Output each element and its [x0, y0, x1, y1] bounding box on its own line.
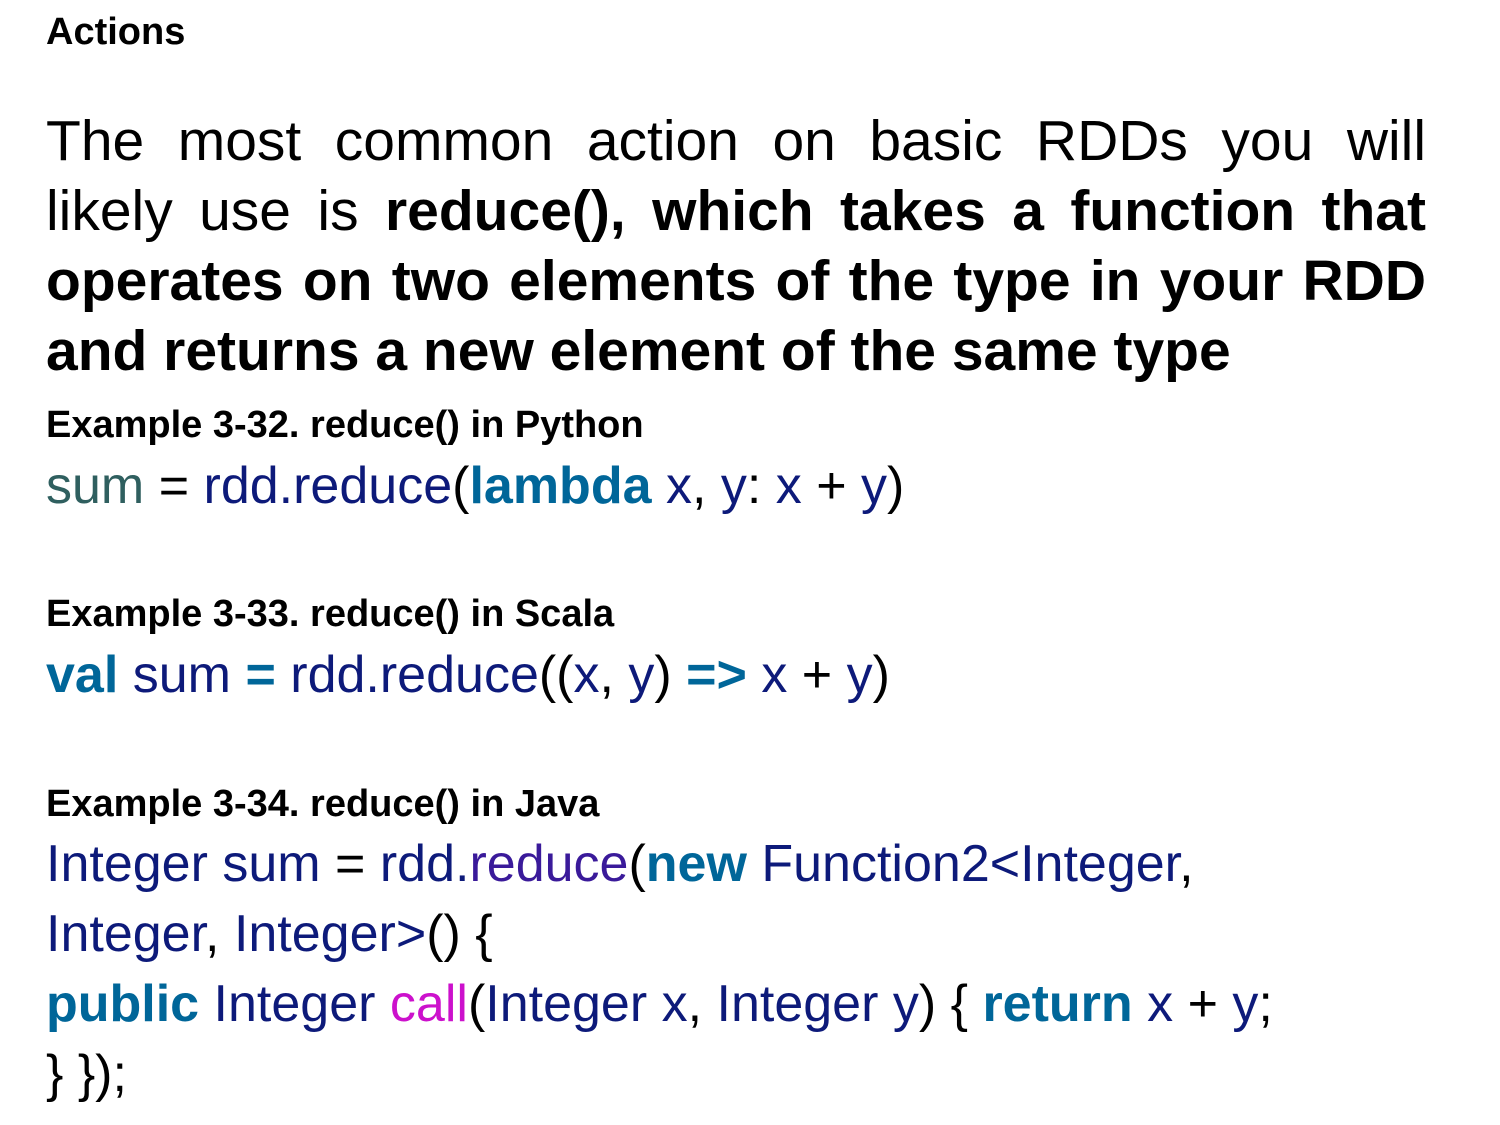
code-token: () { [426, 905, 493, 963]
code-token: rdd.reduce [275, 646, 539, 704]
code-token: lambda [469, 457, 652, 515]
example-python-title: Example 3-32. reduce() in Python [46, 404, 644, 446]
code-token: y [1232, 975, 1259, 1033]
code-token: Integer y [716, 975, 919, 1033]
code-token: , [205, 905, 234, 963]
code-token: ) { [918, 975, 983, 1033]
code-token: = [320, 835, 380, 893]
code-token: ( [452, 457, 470, 515]
code-token: = [144, 457, 204, 515]
code-line: } }); [46, 1039, 1273, 1109]
code-token: y [861, 457, 888, 515]
code-token: : [746, 457, 776, 515]
code-token: , [691, 457, 721, 515]
code-token: x [775, 457, 802, 515]
intro-bold-text: reduce(), which takes a function that op… [46, 179, 1426, 383]
code-line: Integer, Integer>() { [46, 899, 1273, 969]
code-token: , [687, 975, 717, 1033]
code-token: Integer x [485, 975, 688, 1033]
code-token: x [651, 457, 692, 515]
code-token: sum [46, 457, 145, 515]
code-token: call [389, 975, 468, 1033]
code-token: reduce [469, 835, 629, 893]
code-line: Integer sum = rdd.reduce(new Function2<I… [46, 829, 1273, 899]
example-scala-title: Example 3-33. reduce() in Scala [46, 593, 615, 635]
code-token: = [245, 646, 276, 704]
code-line: val sum = rdd.reduce((x, y) => x + y) [46, 640, 890, 710]
code-token: new [645, 835, 747, 893]
code-token: ; [1258, 975, 1273, 1033]
code-token: public [46, 975, 200, 1033]
code-token: return [982, 975, 1133, 1033]
code-token: Integer [199, 975, 390, 1033]
intro-plain-text: The most common action on basic RDDs you… [46, 109, 1426, 243]
code-token: + [801, 457, 862, 515]
code-token: (( [538, 646, 574, 704]
code-token: x [746, 646, 788, 704]
code-token: Integer sum [46, 835, 321, 893]
code-token: , [599, 646, 629, 704]
code-token: + [787, 646, 847, 704]
code-token: x [1132, 975, 1174, 1033]
code-token: y [628, 646, 655, 704]
code-token: ) [887, 457, 905, 515]
code-token: } }); [46, 1045, 127, 1103]
code-line: public Integer call(Integer x, Integer y… [46, 969, 1273, 1039]
code-token: ) [872, 646, 890, 704]
example-python-code: sum = rdd.reduce(lambda x, y: x + y) [46, 451, 904, 521]
code-token: x [573, 646, 600, 704]
code-token: sum [118, 646, 246, 704]
example-scala-code: val sum = rdd.reduce((x, y) => x + y) [46, 640, 890, 710]
code-token: Function2<Integer [746, 835, 1180, 893]
code-token: ( [628, 835, 646, 893]
code-line: sum = rdd.reduce(lambda x, y: x + y) [46, 451, 904, 521]
code-token: y [846, 646, 873, 704]
code-token: Integer> [233, 905, 427, 963]
code-token: ) [654, 646, 687, 704]
example-java-code: Integer sum = rdd.reduce(new Function2<I… [46, 829, 1273, 1109]
code-token: + [1173, 975, 1233, 1033]
code-token: rdd.reduce [203, 457, 453, 515]
code-token: , [1179, 835, 1194, 893]
code-token: ( [467, 975, 486, 1033]
code-token: Integer [46, 905, 206, 963]
code-token: val [46, 646, 119, 704]
code-token: y [720, 457, 747, 515]
intro-paragraph: The most common action on basic RDDs you… [46, 106, 1426, 386]
code-token: rdd. [379, 835, 470, 893]
example-java-title: Example 3-34. reduce() in Java [46, 783, 600, 825]
section-heading: Actions [46, 11, 186, 53]
code-token: => [686, 646, 747, 704]
